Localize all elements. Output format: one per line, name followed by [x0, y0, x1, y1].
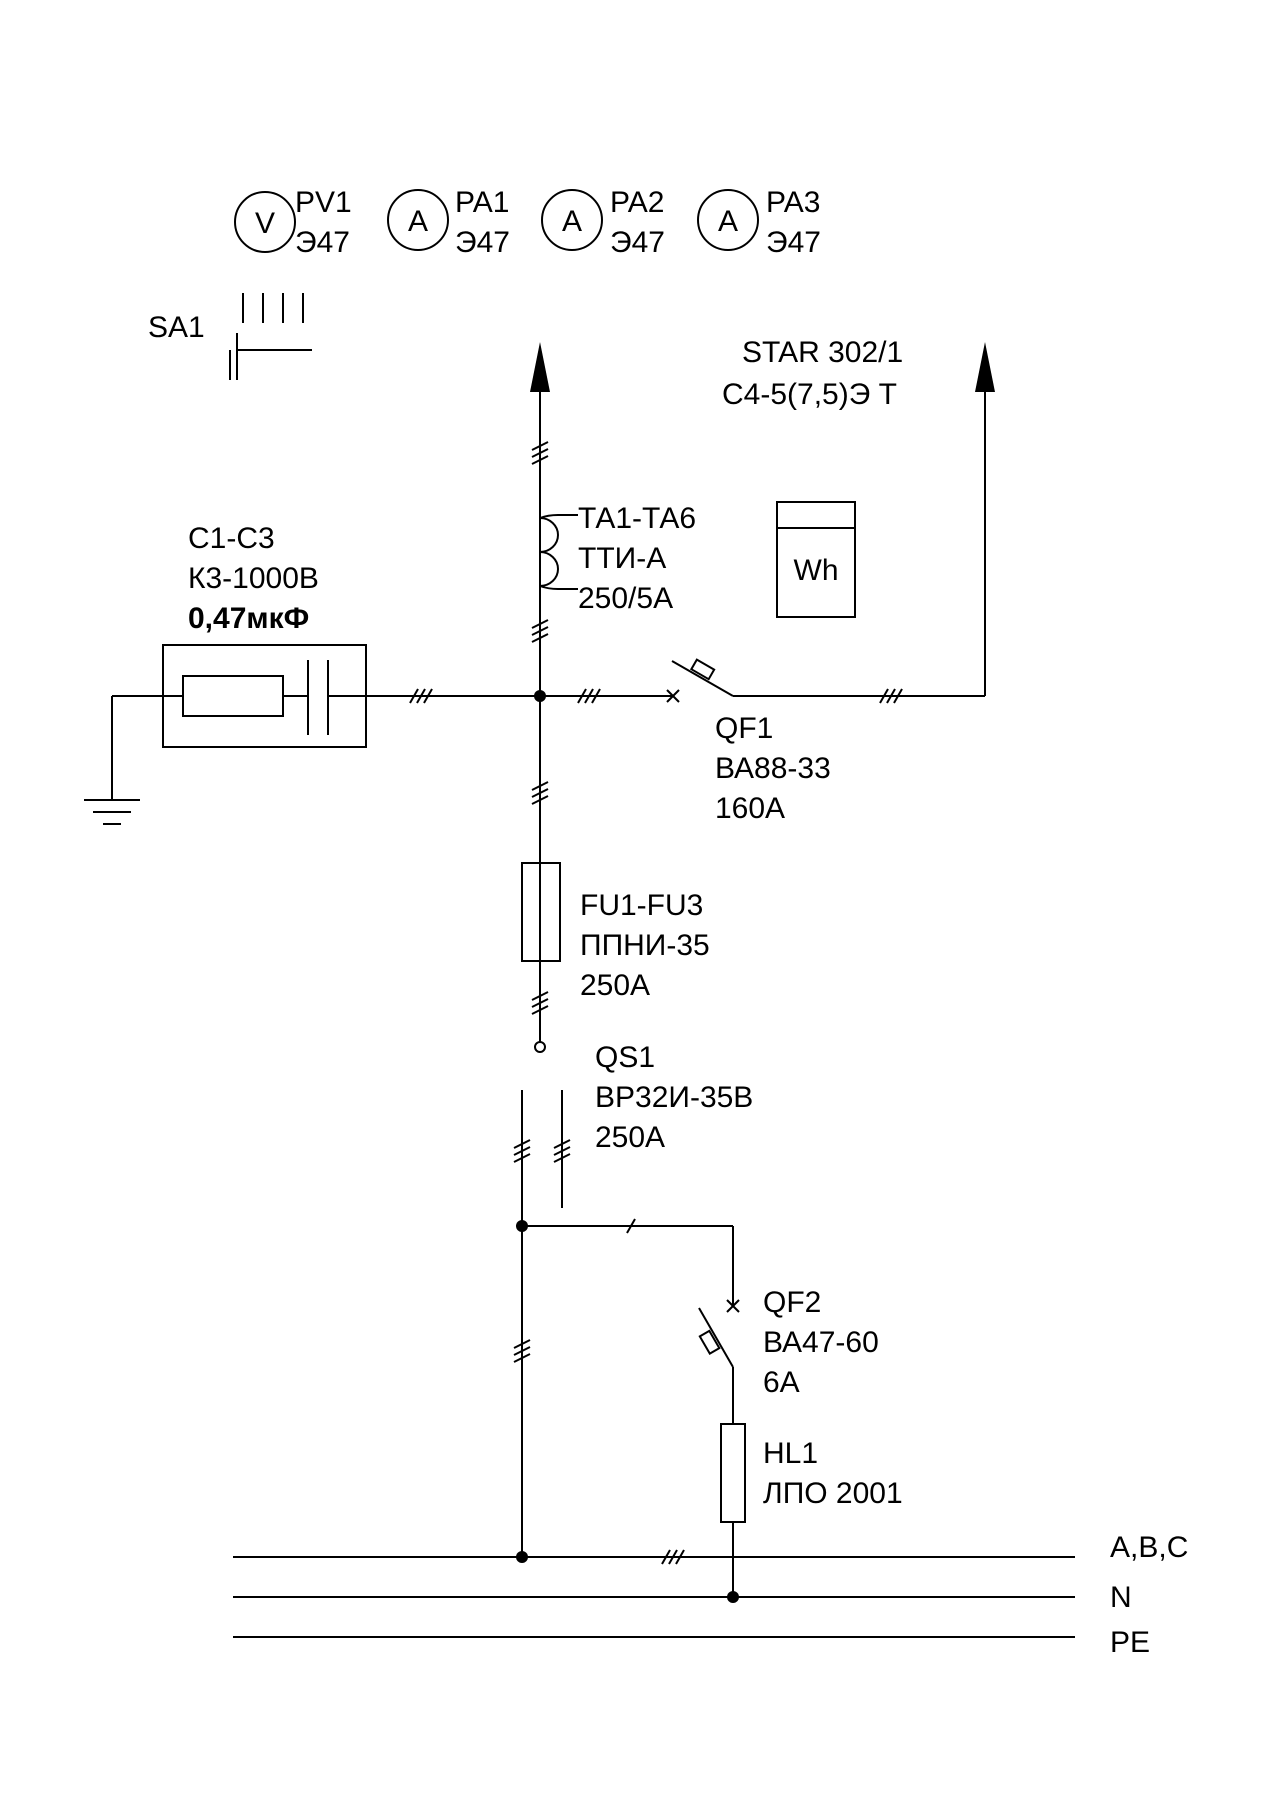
- bus-phase-label: A,B,C: [1110, 1531, 1188, 1564]
- meter-pa2-code: PA2: [610, 186, 664, 219]
- qf1-label-2: ВА88-33: [715, 752, 831, 785]
- qf1-label-3: 160А: [715, 792, 785, 825]
- qs1-label-3: 250А: [595, 1121, 665, 1154]
- energy-meter-label-2: С4-5(7,5)Э Т: [722, 378, 897, 411]
- ct-label-2: ТТИ-А: [578, 542, 666, 575]
- meter-pa3: A PA3 Э47: [697, 186, 821, 259]
- three-phase-tick: [577, 688, 601, 704]
- meter-pv1-type: Э47: [295, 226, 350, 259]
- fu-label-3: 250А: [580, 969, 650, 1002]
- qf2-label-1: QF2: [763, 1286, 821, 1319]
- three-phase-tick: [531, 619, 549, 643]
- capacitor-label-1: С1-С3: [188, 522, 275, 555]
- ground-icon: [84, 696, 140, 825]
- disconnector-qs1: QS1 ВР32И-35В 250А: [513, 1041, 753, 1225]
- current-transformer: ТА1-ТА6 ТТИ-А 250/5А: [539, 502, 696, 615]
- ct-label-1: ТА1-ТА6: [578, 502, 696, 535]
- fu-label-2: ППНИ-35: [580, 929, 710, 962]
- breaker-qf2: QF2 ВА47-60 6А: [522, 1218, 879, 1424]
- meter-pa2-symbol: A: [562, 205, 582, 238]
- switch-sa1: SA1: [148, 293, 312, 380]
- hl1-label-2: ЛПО 2001: [763, 1477, 903, 1510]
- meter-pa3-symbol: A: [718, 205, 738, 238]
- meter-pa2: A PA2 Э47: [541, 186, 665, 259]
- meter-pa1: A PA1 Э47: [387, 186, 510, 259]
- meter-pa1-symbol: A: [408, 205, 428, 238]
- three-phase-tick: [531, 781, 549, 805]
- bus-bars: A,B,C N PE: [233, 1531, 1188, 1659]
- lower-feeder: [513, 1220, 531, 1563]
- energy-meter: Wh STAR 302/1 С4-5(7,5)Э Т: [722, 336, 903, 618]
- capacitor-label-2: К3-1000В: [188, 562, 319, 595]
- meter-pv1: V PV1 Э47: [234, 186, 352, 259]
- three-phase-tick: [879, 688, 903, 704]
- lamp-hl1: HL1 ЛПО 2001: [720, 1423, 903, 1603]
- qs1-label-2: ВР32И-35В: [595, 1081, 753, 1114]
- fuse-fu: FU1-FU3 ППНИ-35 250А: [521, 696, 710, 1042]
- switch-sa1-label: SA1: [148, 311, 205, 344]
- meter-pa3-code: PA3: [766, 186, 820, 219]
- meter-pv1-code: PV1: [295, 186, 352, 219]
- three-phase-tick: [553, 1139, 571, 1163]
- energy-meter-symbol: Wh: [794, 554, 839, 587]
- main-feeder-upper: [530, 342, 550, 695]
- three-phase-tick: [661, 1549, 685, 1565]
- hl1-label-1: HL1: [763, 1437, 818, 1470]
- three-phase-tick: [409, 688, 433, 704]
- three-phase-tick: [513, 1139, 531, 1163]
- three-phase-tick: [531, 991, 549, 1015]
- three-phase-tick: [531, 441, 549, 465]
- breaker-qf1: QF1 ВА88-33 160А: [540, 342, 995, 825]
- meter-pa3-type: Э47: [766, 226, 821, 259]
- qf2-label-2: ВА47-60: [763, 1326, 879, 1359]
- ct-label-3: 250/5А: [578, 582, 673, 615]
- meter-pa1-type: Э47: [455, 226, 510, 259]
- meter-pa1-code: PA1: [455, 186, 509, 219]
- fu-label-1: FU1-FU3: [580, 889, 703, 922]
- meter-pa2-type: Э47: [610, 226, 665, 259]
- meter-pv1-symbol: V: [255, 207, 275, 240]
- qf2-label-3: 6А: [763, 1366, 800, 1399]
- qs1-label-1: QS1: [595, 1041, 655, 1074]
- capacitor-label-3: 0,47мкФ: [188, 602, 309, 635]
- energy-meter-label-1: STAR 302/1: [742, 336, 903, 369]
- capacitor-branch: С1-С3 К3-1000В 0,47мкФ: [112, 522, 540, 748]
- bus-neutral-label: N: [1110, 1581, 1132, 1614]
- bus-protective-label: PE: [1110, 1626, 1150, 1659]
- three-phase-tick: [513, 1339, 531, 1363]
- qf1-label-1: QF1: [715, 712, 773, 745]
